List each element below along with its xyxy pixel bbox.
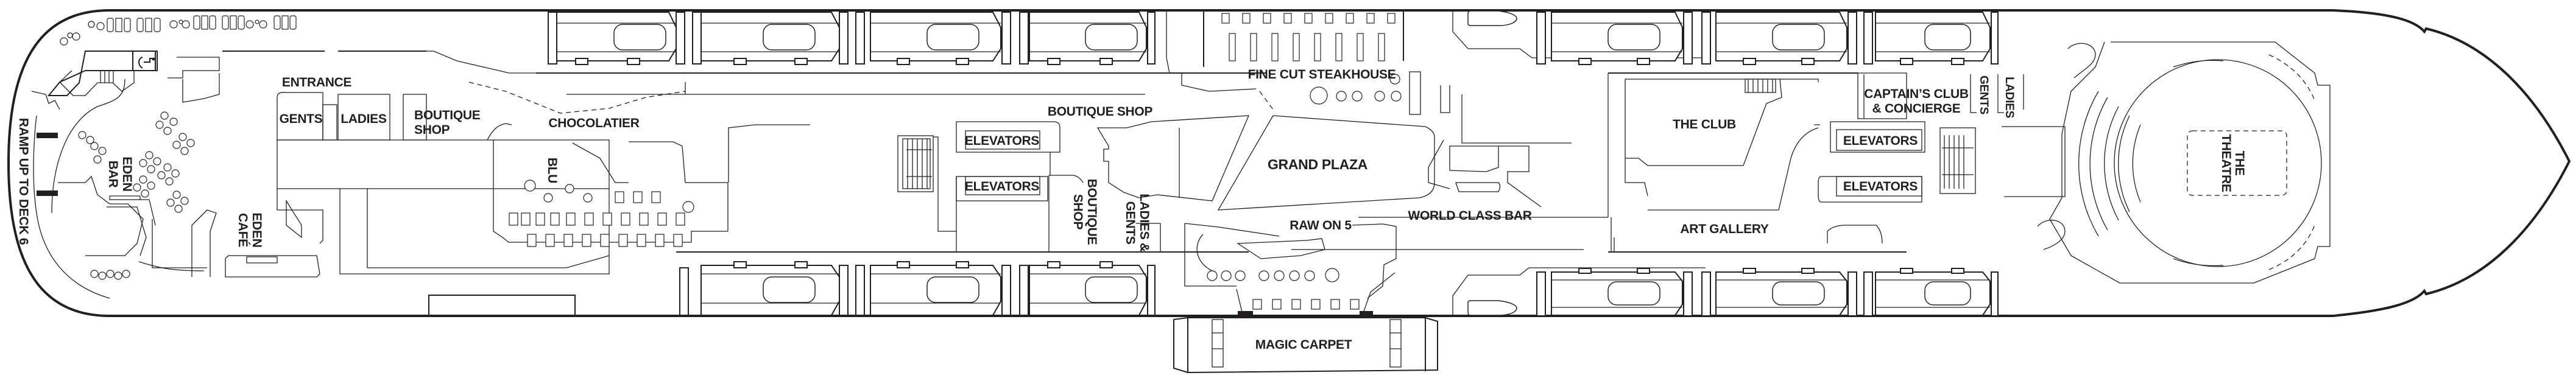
blu-label[interactable]: BLU: [545, 158, 559, 183]
lifeboat: [700, 261, 840, 316]
the-club: [1625, 79, 1820, 211]
entrance-label[interactable]: ENTRANCE: [282, 75, 352, 89]
elevators-aft-lower-label[interactable]: ELEVATORS: [965, 180, 1040, 194]
boutique-mid-label[interactable]: BOUTIQUE SHOP: [1048, 105, 1153, 119]
theatre-label-line1[interactable]: THE: [2232, 150, 2246, 175]
blu-restaurant: [487, 123, 810, 243]
boutique-mid-v-label-line2[interactable]: SHOP: [1071, 194, 1085, 230]
lifeboat: [1875, 268, 1991, 316]
magic-carpet-label[interactable]: MAGIC CARPET: [1255, 338, 1352, 352]
art-gallery-label[interactable]: ART GALLERY: [1680, 222, 1769, 236]
captains-club-label-line1[interactable]: CAPTAIN’S CLUB: [1864, 87, 1969, 101]
forward-restrooms: [1970, 74, 2066, 197]
eden-cafe-label-line1: EDEN: [250, 212, 264, 247]
fine-cut-label[interactable]: FINE CUT STEAKHOUSE: [1248, 68, 1396, 82]
lifeboat: [1715, 12, 1847, 65]
aft-main-stairs: [897, 135, 934, 192]
table-cluster: [60, 15, 297, 46]
the-club-label[interactable]: THE CLUB: [1673, 117, 1736, 131]
lifeboat: [1715, 268, 1847, 316]
eden-bar-tables: [78, 111, 195, 280]
chocolatier-label[interactable]: CHOCOLATIER: [548, 116, 640, 130]
boutique-aft-label-line2[interactable]: SHOP: [414, 123, 450, 137]
lifeboat: [1029, 261, 1147, 316]
raw-on-5-label[interactable]: RAW ON 5: [1290, 218, 1352, 232]
magic-carpet[interactable]: [1173, 317, 1438, 374]
lifeboat: [700, 12, 840, 65]
accessible-elevator: [138, 57, 155, 69]
eden-cafe: [191, 209, 320, 278]
ladies-aft-label[interactable]: LADIES: [341, 112, 387, 126]
ladies-gents-label-line2[interactable]: GENTS: [1123, 201, 1137, 245]
lifeboat: [1029, 12, 1147, 65]
gents-aft-label[interactable]: GENTS: [280, 112, 323, 126]
captains-club-label-line2[interactable]: & CONCIERGE: [1872, 102, 1961, 116]
entrance-lobby: [168, 51, 427, 141]
lifeboat: [1875, 12, 1991, 65]
wheelchair-icon: [138, 57, 155, 69]
furniture: [60, 13, 1402, 310]
art-gallery: [1611, 209, 1883, 253]
eden-cafe-label-line2: CAFÉ: [236, 213, 250, 247]
forward-main-stairs: [1939, 127, 1976, 194]
central-atrium-block: [277, 139, 610, 274]
elevators-fwd-upper-label[interactable]: ELEVATORS: [1843, 134, 1918, 148]
labels: RAMP UP TO DECK 6 EDEN BAR EDEN CAFÉ ENT…: [16, 68, 2246, 352]
blu-tables: [509, 180, 694, 247]
lifeboats-port: [548, 10, 1999, 65]
lifeboat: [870, 261, 1001, 316]
stern-promenade: [31, 91, 110, 299]
world-class-bar-label[interactable]: WORLD CLASS BAR: [1408, 209, 1532, 223]
fine-cut-tables: [1221, 13, 1402, 105]
boutique-mid-v-label-line1[interactable]: BOUTIQUE: [1085, 179, 1099, 245]
chocolatier-area: [426, 51, 686, 114]
lifeboat: [1551, 268, 1683, 316]
lifeboat: [1551, 12, 1683, 65]
hull-outline: [7, 9, 2571, 317]
raw-on-5-tables: [1207, 268, 1360, 310]
theatre-label-line2[interactable]: THEATRE: [2219, 134, 2233, 192]
ladies-gents-label-line1[interactable]: LADIES &: [1137, 194, 1151, 252]
lifeboat: [870, 12, 1001, 65]
eden-bar-label-line2: BAR: [106, 161, 120, 188]
grand-plaza-label[interactable]: GRAND PLAZA: [1268, 156, 1367, 172]
elevator-bank-aft[interactable]: [956, 121, 1060, 201]
elevators-aft-upper-label[interactable]: ELEVATORS: [965, 134, 1040, 148]
ramp-label: RAMP UP TO DECK 6: [16, 118, 30, 245]
eden-bar-label-line1: EDEN: [120, 156, 134, 191]
lifeboat: [548, 12, 677, 65]
tender-boat: [1452, 267, 1706, 316]
gents-fwd-label[interactable]: GENTS: [1977, 75, 1990, 114]
stern-staircase: [47, 51, 158, 96]
boutique-aft-label-line1[interactable]: BOUTIQUE: [414, 108, 481, 122]
raw-on-5: [1184, 223, 1397, 315]
fine-cut-steakhouse: [1166, 10, 1435, 211]
theatre: [2037, 41, 2331, 284]
captains-club: [1857, 72, 1907, 119]
world-class-bar: [1428, 85, 1572, 208]
elevators-fwd-lower-label[interactable]: ELEVATORS: [1843, 180, 1918, 194]
ladies-fwd-label[interactable]: LADIES: [2003, 77, 2016, 118]
elevator-bank-fwd[interactable]: [1818, 121, 1925, 203]
mid-shops: [933, 115, 1250, 252]
lifeboats-starboard: [428, 261, 1999, 316]
